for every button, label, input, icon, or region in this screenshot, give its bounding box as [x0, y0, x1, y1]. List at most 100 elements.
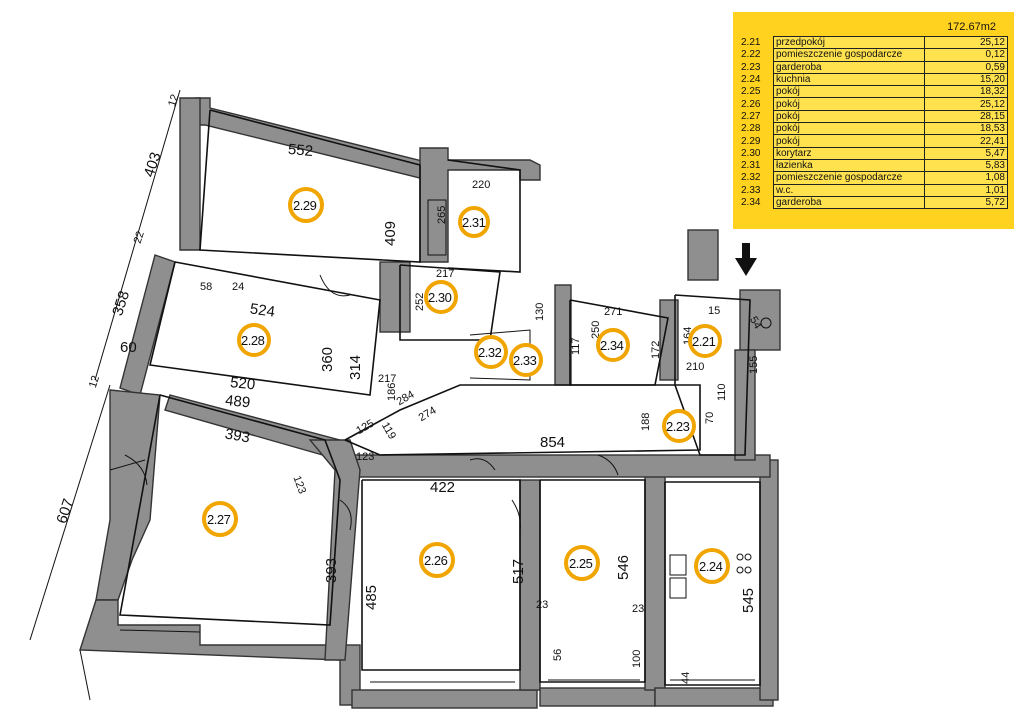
dim-220: 220	[472, 179, 490, 191]
dim-70: 70	[704, 412, 716, 424]
dim-23a: 23	[536, 599, 548, 611]
dim-123b: 123	[356, 451, 374, 463]
room-marker-2-28[interactable]: 2.28	[237, 323, 271, 357]
dim-15: 15	[708, 305, 720, 317]
legend-room-name: pomieszczenie gospodarcze	[773, 171, 925, 185]
dim-188: 188	[640, 413, 652, 431]
dim-22: 22	[132, 230, 147, 245]
room-marker-2-24[interactable]: 2.24	[694, 548, 730, 584]
room-marker-2-23[interactable]: 2.23	[662, 409, 696, 443]
legend-room-name: kuchnia	[773, 72, 925, 87]
dim-12b: 12	[87, 374, 102, 389]
dim-520: 520	[229, 374, 256, 394]
svg-text:2.34: 2.34	[600, 338, 624, 353]
svg-text:2.21: 2.21	[692, 334, 716, 349]
dim-524: 524	[249, 300, 276, 320]
legend-room-area: 0,12	[924, 48, 1008, 62]
dim-403: 403	[141, 150, 165, 179]
dim-217a: 217	[436, 268, 454, 280]
dim-44: 44	[680, 672, 692, 684]
dim-123a: 123	[290, 474, 308, 495]
svg-text:2.29: 2.29	[293, 198, 317, 213]
dim-110: 110	[716, 383, 728, 401]
dim-56: 56	[552, 649, 564, 661]
legend-room-number: 2.34	[741, 197, 761, 208]
room-marker-2-34[interactable]: 2.34	[596, 328, 630, 362]
legend-total-area: 172.67m2	[947, 21, 996, 33]
dim-54: 54	[747, 315, 764, 332]
dimension-labels: 552 409 403 12 22 358 12 60 607 58 24 52…	[53, 93, 763, 684]
dim-100: 100	[631, 650, 643, 668]
legend-room-number: 2.31	[741, 160, 761, 172]
room-marker-2-31[interactable]: 2.31	[458, 206, 490, 238]
svg-text:2.26: 2.26	[424, 553, 448, 568]
legend-room-area: 18,32	[924, 85, 1008, 99]
room-marker-2-30[interactable]: 2.30	[424, 280, 458, 314]
legend-room-name: w.c.	[773, 183, 925, 197]
dim-58: 58	[200, 281, 212, 293]
legend-room-area: 5,83	[924, 158, 1008, 173]
exterior-walls	[79, 97, 781, 709]
room-marker-2-32[interactable]: 2.32	[474, 335, 508, 369]
room-marker-2-29[interactable]: 2.29	[288, 187, 324, 223]
dim-552: 552	[287, 141, 313, 160]
room-marker-2-25[interactable]: 2.25	[564, 545, 600, 581]
legend-room-area: 22,41	[924, 134, 1008, 148]
legend-room-name: garderoba	[773, 195, 925, 210]
legend-room-number: 2.27	[741, 110, 761, 122]
legend-room-number: 2.24	[741, 74, 761, 86]
dim-546: 546	[615, 555, 632, 580]
legend-room-area: 0,59	[924, 60, 1008, 74]
room-marker-2-21[interactable]: 2.21	[688, 324, 722, 358]
legend-room-number: 2.30	[741, 147, 761, 159]
legend-room-number: 2.26	[741, 98, 761, 110]
dim-489: 489	[224, 392, 251, 412]
room-marker-2-27[interactable]: 2.27	[202, 501, 238, 537]
legend-room-number: 2.29	[741, 135, 761, 147]
dim-265: 265	[436, 206, 448, 224]
dim-360: 360	[319, 347, 336, 372]
legend-room-area: 28,15	[924, 109, 1008, 124]
dim-119: 119	[379, 420, 398, 441]
legend-room-number: 2.28	[741, 123, 761, 135]
legend-room-name: łazienka	[773, 158, 925, 173]
room-marker-2-33[interactable]: 2.33	[509, 343, 543, 377]
dim-125: 125	[354, 417, 376, 437]
legend-room-number: 2.25	[741, 86, 761, 98]
dim-252: 252	[414, 293, 426, 311]
dim-23b: 23	[632, 603, 644, 615]
svg-text:2.30: 2.30	[428, 290, 452, 305]
room-marker-2-26[interactable]: 2.26	[419, 542, 455, 578]
dim-485: 485	[363, 585, 380, 610]
dim-24: 24	[232, 281, 244, 293]
dim-422: 422	[430, 479, 455, 496]
dim-314: 314	[347, 355, 364, 380]
dim-155: 155	[748, 356, 760, 374]
legend-room-area: 5,47	[924, 146, 1008, 160]
svg-text:2.27: 2.27	[207, 512, 231, 527]
dim-117: 117	[570, 337, 582, 355]
legend-room-name: pokój	[773, 134, 925, 148]
svg-text:2.24: 2.24	[699, 559, 723, 574]
dim-186: 186	[386, 383, 398, 401]
svg-text:2.25: 2.25	[569, 556, 593, 571]
svg-text:2.23: 2.23	[666, 419, 690, 434]
legend-room-name: pokój	[773, 97, 925, 111]
legend-room-number: 2.22	[741, 49, 761, 61]
dim-607: 607	[53, 497, 77, 526]
plan-lines	[29, 89, 772, 701]
legend-room-number: 2.23	[741, 61, 761, 73]
dim-210: 210	[686, 361, 704, 373]
svg-text:2.32: 2.32	[478, 345, 502, 360]
dim-393b: 393	[323, 558, 340, 583]
legend-room-area: 15,20	[924, 72, 1008, 87]
legend-room-name: przedpokój	[773, 35, 925, 50]
entrance-arrow-icon	[735, 243, 757, 276]
